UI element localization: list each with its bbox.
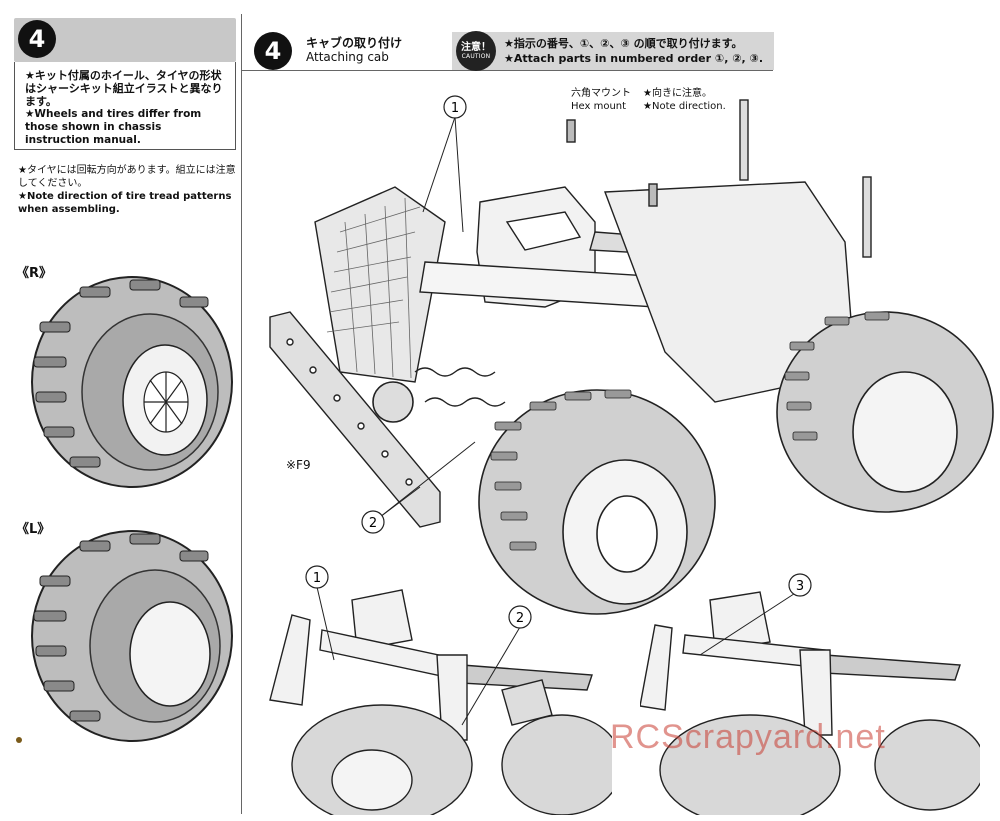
caution-en: CAUTION <box>461 53 491 60</box>
dot-mark <box>16 737 22 743</box>
detail-left-illustration: 1 2 <box>269 565 612 815</box>
tire-r-illustration <box>31 276 233 488</box>
wheel-note-box: ★キット付属のホイール、タイヤの形状はシャーシキット組立イラストと異なります。 … <box>14 62 236 150</box>
step-number-badge: 4 <box>18 20 56 58</box>
note-ja: ★キット付属のホイール、タイヤの形状はシャーシキット組立イラストと異なります。 <box>25 69 223 108</box>
step-title-ja: キャブの取り付け <box>306 36 403 50</box>
tread-note: ★タイヤには回転方向があります。組立には注意してください。 ★Note dire… <box>18 164 238 216</box>
step-number: 4 <box>28 25 46 53</box>
tread-note-ja: ★タイヤには回転方向があります。組立には注意してください。 <box>18 165 236 189</box>
column-divider <box>241 14 242 814</box>
note-en: ★Wheels and tires differ from those show… <box>25 108 202 146</box>
callout-3: 3 <box>796 579 804 594</box>
part-f9-label: ※F9 <box>286 458 311 472</box>
callout-2: 2 <box>369 516 377 531</box>
wheel-r-label: 《R》 <box>16 266 53 281</box>
main-step-badge: 4 <box>254 32 292 70</box>
caution-box <box>452 32 774 70</box>
detail-right-illustration: 3 <box>640 573 980 815</box>
hex-mount-ja: 六角マウント <box>571 88 631 99</box>
tire-l-illustration <box>31 530 233 742</box>
caution-text-en: ★Attach parts in numbered order ①, ②, ③. <box>504 52 764 65</box>
callout-1b: 1 <box>313 571 321 586</box>
step-title-en: Attaching cab <box>306 50 389 64</box>
main-step-number: 4 <box>264 37 282 65</box>
watermark: RCScrapyard.net <box>610 718 886 756</box>
hex-mount-en: Hex mount <box>571 101 627 112</box>
note-direction-ja: ★向きに注意。 <box>643 88 712 99</box>
caution-ja: 注意！ <box>461 42 491 53</box>
header-divider <box>241 70 773 71</box>
callout-2b: 2 <box>516 611 524 626</box>
note-direction-en: ★Note direction. <box>643 101 726 112</box>
caution-badge: 注意！ CAUTION <box>456 31 496 71</box>
truck-assembly-illustration: 1 2 <box>269 95 994 615</box>
caution-text-ja: ★指示の番号、①、②、③ の順で取り付けます。 <box>504 37 743 50</box>
tread-note-en: ★Note direction of tire tread patterns w… <box>18 191 232 215</box>
callout-1: 1 <box>451 101 459 116</box>
wheel-l-label: 《L》 <box>16 522 51 537</box>
